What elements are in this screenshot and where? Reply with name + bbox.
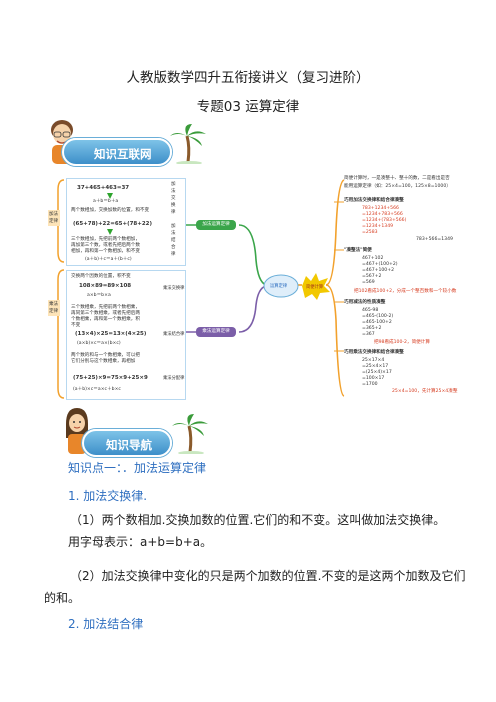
mm-mul-note3: 两个数的和与一个数相乘，可以把它们分别与这个数相乘，再相加 xyxy=(71,353,140,364)
mm-mul-expr3: (75+25)×9=75×9+25×9 xyxy=(73,375,148,381)
mm-mul-formula3: (a＋b)×c＝a×c＋b×c xyxy=(73,387,121,392)
mm-root-text: 运算定律 xyxy=(270,284,288,289)
mm-mul-expr1: 108×89=89×108 xyxy=(79,283,132,289)
mm-calc-line: =(25×4)×17 xyxy=(362,370,392,375)
mm-add-note2: 三个数相加，先把前两个数相加，再加第三个数，或者先把后两个数相加，再和第一个数相… xyxy=(71,237,140,254)
mm-label-add-text: 加法定律 xyxy=(49,212,58,224)
mm-sec2-title: "凑整法"简便 xyxy=(344,248,372,253)
mm-calc-line: =465-(100-2) xyxy=(362,314,394,319)
mm-calc-line: =1234+(783+566) xyxy=(362,218,407,223)
student-illustration xyxy=(60,406,94,454)
mm-calc-line: 25×17×4 xyxy=(362,358,385,363)
mm-mul-box: 交换两个因数的位置，积不变 108×89=89×108 a×b＝b×a 三个数相… xyxy=(66,270,186,400)
mm-calc-line: =25×4×17 xyxy=(362,364,389,369)
knowledge-point-title: 知识点一：．加法运算定律 xyxy=(68,461,207,475)
mm-sec2-note: 把102看成100+2，分成一个整百数和一个较小数 xyxy=(354,289,457,294)
paragraph-1: （1）两个数相加.交换加数的位置.它们的和不变。这叫做加法交换律。 xyxy=(70,513,446,527)
mm-hub-simplify-text: 简便计算 xyxy=(306,285,324,290)
section-heading-2: 2. 加法结合律 xyxy=(68,617,144,631)
mm-mul-formula1: a×b＝b×a xyxy=(87,293,111,298)
paragraph-3: （2）加法交换律中变化的只是两个加数的位置.不变的是这两个加数及它们 xyxy=(70,569,466,583)
palm-tree-icon-2 xyxy=(172,412,210,455)
mm-hub-mul-text: 乘法运算定律 xyxy=(202,329,230,334)
palm-tree-icon xyxy=(170,122,208,165)
mm-label-mul: 乘法定律 xyxy=(48,300,60,316)
mm-add-label2: 加法结合律 xyxy=(171,224,176,257)
mm-add-label1: 加法交换律 xyxy=(171,182,176,215)
mm-calc-line: =465-100+2 xyxy=(362,320,392,325)
banner-knowledge-guide: 知识导航 xyxy=(82,429,172,457)
mm-sec4-note: 25×4=100，先计算25×4凑整 xyxy=(392,389,458,394)
mm-mul-label3: 乘法分配律 xyxy=(163,376,185,381)
mm-right-intro1: 简便计算时，一是凑整十、整十的数，二是看出是否 xyxy=(344,176,450,181)
mm-calc-line: =367 xyxy=(362,332,375,337)
mm-calc-line: =365+2 xyxy=(362,326,382,331)
mm-hub-add-text: 加法运算定律 xyxy=(202,222,230,227)
mm-label-mul-text: 乘法定律 xyxy=(49,302,58,314)
mm-calc-line: =467+(100+2) xyxy=(362,262,398,267)
mm-calc-line: =1234+1349 xyxy=(362,224,394,229)
document-title: 人教版数学四升五衔接讲义（复习进阶） xyxy=(126,70,370,86)
mm-sec1-lines: 783+1234+566=1234+783+566=1234+(783+566)… xyxy=(362,206,406,236)
mm-add-box: 37+465+463=37 a＋b＝b＋a 两个数相加，交换加数的位置，和不变 … xyxy=(66,178,186,266)
section-heading-1: 1. 加法交换律. xyxy=(68,489,148,503)
mm-mul-label1: 乘法交换律 xyxy=(163,286,185,291)
mm-calc-line: =1234+783+566 xyxy=(362,212,403,217)
mm-add-expr1: 37+465+463=37 xyxy=(77,185,130,191)
mm-calc-line: =569 xyxy=(362,280,375,285)
mm-mul-label2: 乘法结合律 xyxy=(163,332,185,337)
mind-map: 加法定律 乘法定律 37+465+463=37 a＋b＝b＋a 两个数相加，交换… xyxy=(44,170,496,402)
mm-root: 运算定律 xyxy=(270,283,287,289)
mm-calc-line: =100×17 xyxy=(362,376,385,381)
banner-knowledge-network-label: 知识互联网 xyxy=(94,147,152,161)
mm-label-add: 加法定律 xyxy=(48,210,60,226)
mm-add-expr2: (65+78)+22=65+(78+22) xyxy=(73,221,153,227)
mm-sec2-lines: 467+102=467+(100+2)=467+100+2=567+2=569 xyxy=(362,256,398,286)
document-subtitle: 专题03 运算定律 xyxy=(196,99,300,115)
mm-sec1-note: 783+566=1349 xyxy=(416,237,453,242)
mm-mul-note1: 交换两个因数的位置，积不变 xyxy=(71,274,131,279)
paragraph-3-cont: 的和。 xyxy=(44,591,81,605)
mm-sec4-title: 巧用乘法交换律和结合律凑整 xyxy=(344,350,404,355)
mm-sec4-lines: 25×17×4=25×4×17=(25×4)×17=100×17=1700 xyxy=(362,358,392,388)
mm-mul-note2: 三个数相乘，先把前两个数相乘，再同第三个数相乘，或者先把后两个数相乘，再和第一个… xyxy=(71,305,140,328)
mm-hub-mul: 乘法运算定律 xyxy=(196,327,236,337)
banner-knowledge-network: 知识互联网 xyxy=(62,138,172,166)
mm-calc-line: =467+100+2 xyxy=(362,268,395,273)
mm-hub-simplify: 简便计算 xyxy=(306,284,323,290)
mm-hub-add: 加法运算定律 xyxy=(196,220,236,230)
mm-mul-formula2: (a×b)×c＝a×(b×c) xyxy=(77,341,121,346)
mm-calc-line: 465-98 xyxy=(362,308,379,313)
mm-calc-line: 467+102 xyxy=(362,256,384,261)
mm-add-formula2: (a＋b)＋c＝a＋(b＋c) xyxy=(85,257,132,262)
mm-calc-line: =1700 xyxy=(362,382,378,387)
mm-add-note1: 两个数相加，交换加数的位置，和不变 xyxy=(71,208,150,213)
banner-knowledge-guide-label: 知识导航 xyxy=(106,438,152,452)
mm-calc-line: =2583 xyxy=(362,230,378,235)
mm-sec3-title: 巧用减法的性质凑整 xyxy=(344,300,386,305)
mm-calc-line: =567+2 xyxy=(362,274,382,279)
mm-calc-line: 783+1234+566 xyxy=(362,206,399,211)
mm-add-formula1: a＋b＝b＋a xyxy=(93,199,119,204)
mm-sec3-lines: 465-98=465-(100-2)=465-100+2=365+2=367 xyxy=(362,308,393,338)
mm-sec3-note: 把98看成100-2，简便计算 xyxy=(374,340,430,345)
mm-mul-expr2: (13×4)×25=13×(4×25) xyxy=(75,331,147,337)
mm-right-intro2: 能用运算定律（如：25×4=100，125×8=1000） xyxy=(344,184,451,189)
paragraph-2: 用字母表示：a+b=b+a。 xyxy=(68,535,213,549)
mm-sec1-title: 巧用加法交换律和结合律凑整 xyxy=(344,198,404,203)
